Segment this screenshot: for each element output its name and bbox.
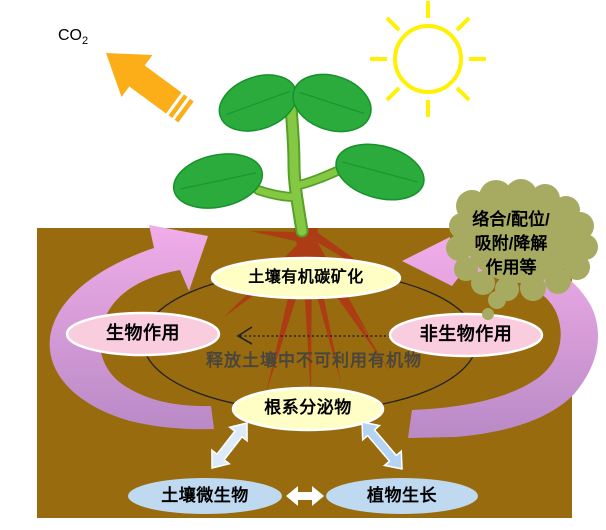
label-abiotic-action: 非生物作用 [419,324,513,344]
cloud-line-1: 络合/配位/ [472,210,550,229]
node-soil-microbes [128,478,282,514]
plant-icon [172,73,425,238]
arrow-microbes-plantgrowth [286,486,324,506]
cycle-arrow-left-icon [49,225,214,430]
dashed-release-arrow [236,326,415,345]
sun-icon [370,1,486,117]
arrow-exudates-microbes [211,422,248,469]
node-root-exudates [231,386,385,432]
node-soil-organic-carbon-mineralization [210,256,402,300]
thought-cloud-icon [446,179,598,320]
node-biotic-action [65,311,221,357]
arrow-exudates-plantgrowth [361,421,403,470]
node-plant-growth [326,478,478,514]
label-release-note: 释放土壤中不可利用有机物 [206,351,422,370]
node-abiotic-action [388,312,544,358]
cloud-line-3: 作用等 [485,258,537,277]
co2-label: CO2 [58,27,89,48]
label-plant-growth: 植物生长 [367,486,437,505]
co2-arrow-icon [106,53,194,123]
cloud-line-2: 吸附/降解 [474,234,548,253]
label-root-exudates: 根系分泌物 [264,398,352,417]
thought-cloud-text: 络合/配位/ 吸附/降解 作用等 [472,208,549,280]
label-soil-organic-carbon-mineralization: 土壤有机碳矿化 [248,269,364,286]
label-biotic-action: 生物作用 [106,323,180,343]
label-soil-microbes: 土壤微生物 [161,486,249,505]
